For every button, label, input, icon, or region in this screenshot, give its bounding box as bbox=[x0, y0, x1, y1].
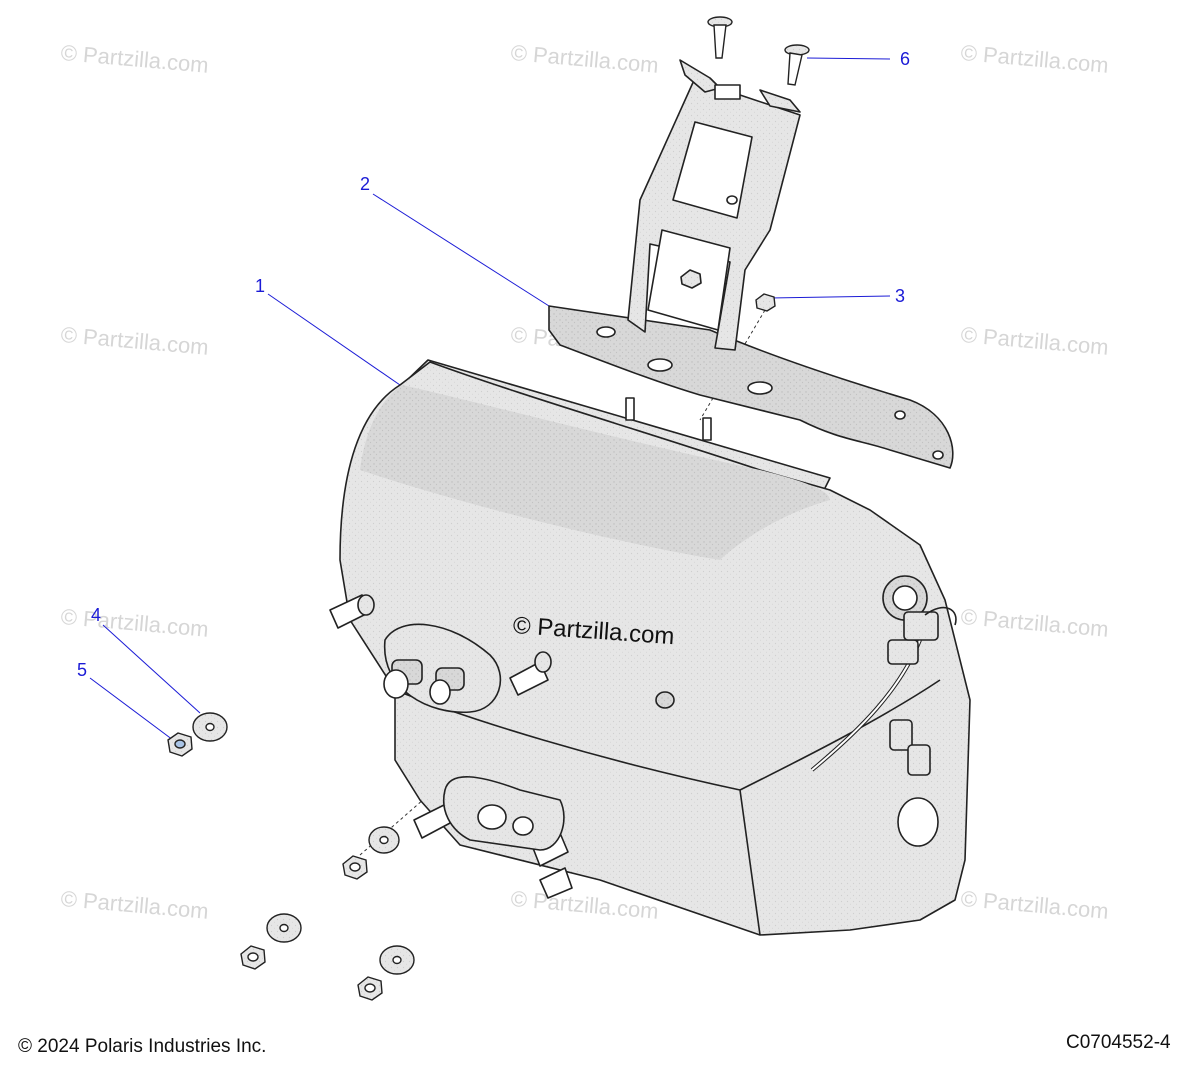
screws-part-6 bbox=[707, 16, 810, 86]
bracket bbox=[627, 59, 801, 351]
figure-id: C0704552-4 bbox=[1066, 1032, 1171, 1053]
callout-6[interactable]: 6 bbox=[900, 49, 911, 69]
leader-line-3 bbox=[769, 295, 891, 299]
callout-3[interactable]: 3 bbox=[895, 286, 906, 306]
callout-1[interactable]: 1 bbox=[255, 276, 266, 296]
leader-line-6 bbox=[806, 57, 891, 60]
copyright-text: © 2024 Polaris Industries Inc. bbox=[18, 1036, 267, 1057]
callout-4[interactable]: 4 bbox=[91, 605, 102, 625]
leader-line-1 bbox=[267, 293, 401, 386]
callout-5[interactable]: 5 bbox=[77, 660, 88, 680]
nut-part-3 bbox=[755, 293, 776, 312]
leader-line-5 bbox=[89, 677, 174, 741]
mounting-plate-part-2 bbox=[548, 305, 954, 469]
housing-part-1 bbox=[329, 359, 971, 936]
callout-2[interactable]: 2 bbox=[360, 174, 371, 194]
leader-line-4 bbox=[102, 624, 201, 714]
leader-lines bbox=[89, 57, 891, 741]
loose-hardware bbox=[167, 712, 415, 1001]
leader-line-2 bbox=[372, 193, 550, 307]
